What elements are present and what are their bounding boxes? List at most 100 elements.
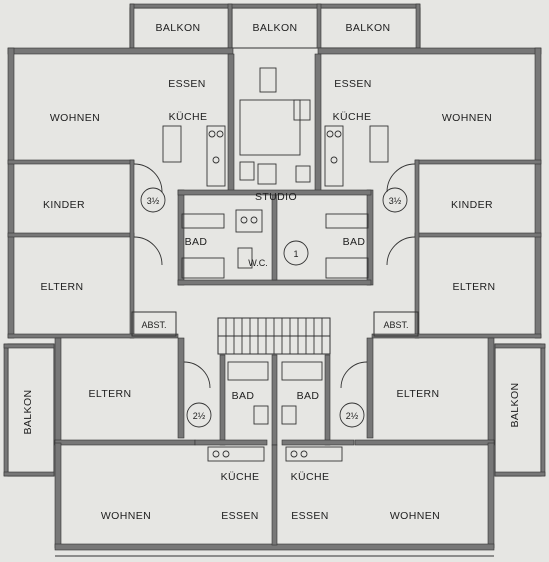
balcony-left-bottom xyxy=(3,471,55,477)
label-abst-left: ABST. xyxy=(141,320,166,330)
wall-bedrooms-inner-left xyxy=(129,159,135,339)
label-wohnen-bottom-left: WOHNEN xyxy=(101,510,151,522)
door-eltern-lower-right xyxy=(340,361,368,389)
core-wall-right-upper xyxy=(314,53,322,195)
unit-circle-small-right xyxy=(339,402,365,428)
door-kinder-left xyxy=(133,163,163,193)
bathtub-right xyxy=(325,257,369,279)
outer-wall-left-bottom xyxy=(54,442,62,549)
label-kinder-right: KINDER xyxy=(451,199,493,211)
wall-kinder-eltern-right xyxy=(414,232,542,238)
label-eltern-bottom-right: ELTERN xyxy=(396,388,439,400)
studio-stool xyxy=(239,161,255,181)
wc-fixture xyxy=(235,209,263,233)
label-wohnen-top-right: WOHNEN xyxy=(442,112,492,124)
wall-kuche-top-right xyxy=(281,439,355,446)
balcony-divider-2 xyxy=(316,3,322,49)
wall-eltern-bottom-left xyxy=(7,333,179,339)
label-wohnen-top-left: WOHNEN xyxy=(50,112,100,124)
label-bad-top-left: BAD xyxy=(185,236,208,248)
studio-chair xyxy=(259,67,277,93)
wall-eltern-inner-right xyxy=(366,337,374,439)
outer-wall-left-lower xyxy=(54,337,62,444)
label-kuche-top-left: KÜCHE xyxy=(169,111,208,123)
balcony-top-left-wall xyxy=(129,3,135,49)
wall-wohnen-kinder-right xyxy=(414,159,542,165)
outer-wall-right-upper xyxy=(534,47,542,339)
studio-chair-2 xyxy=(293,99,311,121)
unit-circle-small-left xyxy=(186,402,212,428)
label-studio: STUDIO xyxy=(255,191,297,203)
outer-wall-left-upper xyxy=(7,47,15,339)
wall-kuche-top-left xyxy=(194,439,268,446)
kitchen-counter-right xyxy=(369,125,389,163)
bathtub-lower-right xyxy=(281,361,323,381)
studio-table xyxy=(257,163,277,185)
door-eltern-lower-left xyxy=(183,361,211,389)
balcony-top-rail xyxy=(129,3,421,9)
label-essen-bottom-left: ESSEN xyxy=(221,510,259,522)
abst-left-outline xyxy=(131,311,177,337)
core-wall-center-divider xyxy=(271,194,278,281)
outer-wall-right-bottom xyxy=(487,442,495,549)
walls xyxy=(3,3,546,557)
balcony-left-rail xyxy=(3,343,9,477)
label-essen-top-right: ESSEN xyxy=(334,78,372,90)
toilet-lower-right xyxy=(281,405,297,425)
unit-size-large-left: 3½ xyxy=(147,196,160,206)
balcony-top-right-wall xyxy=(415,3,421,49)
wall-wohnen-divider-bottom xyxy=(271,444,278,546)
fixtures xyxy=(133,67,416,462)
wall-kinder-eltern-left xyxy=(7,232,135,238)
label-bad-top-right: BAD xyxy=(343,236,366,248)
wall-bath-center-lower xyxy=(271,354,278,446)
balcony-right-bottom xyxy=(494,471,546,477)
unit-circle-large-right xyxy=(382,187,408,213)
label-balkon-right: BALKON xyxy=(509,383,521,428)
studio-chair-3 xyxy=(295,165,311,183)
bath-sink-left xyxy=(181,213,225,229)
unit-size-small-right: 2½ xyxy=(346,411,359,421)
unit-size-large-right: 3½ xyxy=(389,196,402,206)
label-essen-bottom-right: ESSEN xyxy=(291,510,329,522)
label-kuche-top-right: KÜCHE xyxy=(333,111,372,123)
balcony-left-top xyxy=(3,343,55,349)
label-bad-bottom-left: BAD xyxy=(232,390,255,402)
wall-bath-right-lower xyxy=(324,354,331,446)
unit-size-studio: 1 xyxy=(293,249,298,259)
core-wall-bath-bottom xyxy=(177,279,372,286)
door-eltern-right xyxy=(386,236,416,266)
label-essen-top-left: ESSEN xyxy=(168,78,206,90)
label-kinder-left: KINDER xyxy=(43,199,85,211)
studio-bed xyxy=(239,99,301,156)
stair-treads xyxy=(218,318,330,354)
wall-eltern-bottom-right xyxy=(371,333,542,339)
label-balkon-top-left: BALKON xyxy=(156,22,201,34)
wall-bedrooms-inner-right xyxy=(414,159,420,339)
room-labels: BALKON BALKON BALKON ESSEN ESSEN KÜCHE K… xyxy=(22,22,521,522)
wall-eltern-wohnen-right xyxy=(354,439,495,446)
outer-wall-right-lower xyxy=(487,337,495,444)
kitchen-lower-right xyxy=(285,446,343,462)
kitchen-counter-left xyxy=(162,125,182,163)
label-balkon-left: BALKON xyxy=(22,390,34,435)
wall-bath-left-lower xyxy=(219,354,226,446)
wc-toilet xyxy=(237,247,253,269)
balcony-right-rail xyxy=(540,343,546,477)
unit-circle-large-left xyxy=(140,187,166,213)
balcony-right-top xyxy=(494,343,546,349)
bathtub-left xyxy=(181,257,225,279)
label-kuche-bottom-right: KÜCHE xyxy=(291,471,330,483)
kitchen-lower-left xyxy=(207,446,265,462)
label-wc: W.C. xyxy=(248,258,268,268)
wall-eltern-inner-left xyxy=(177,337,185,439)
outer-wall-top-right xyxy=(317,47,542,55)
kitchen-stove-right xyxy=(324,125,344,187)
label-abst-right: ABST. xyxy=(383,320,408,330)
abst-right-outline xyxy=(373,311,419,337)
balcony-divider-1 xyxy=(227,3,233,49)
label-kuche-bottom-left: KÜCHE xyxy=(221,471,260,483)
toilet-lower-left xyxy=(253,405,269,425)
label-balkon-top-right: BALKON xyxy=(346,22,391,34)
outer-wall-top-left xyxy=(7,47,234,55)
